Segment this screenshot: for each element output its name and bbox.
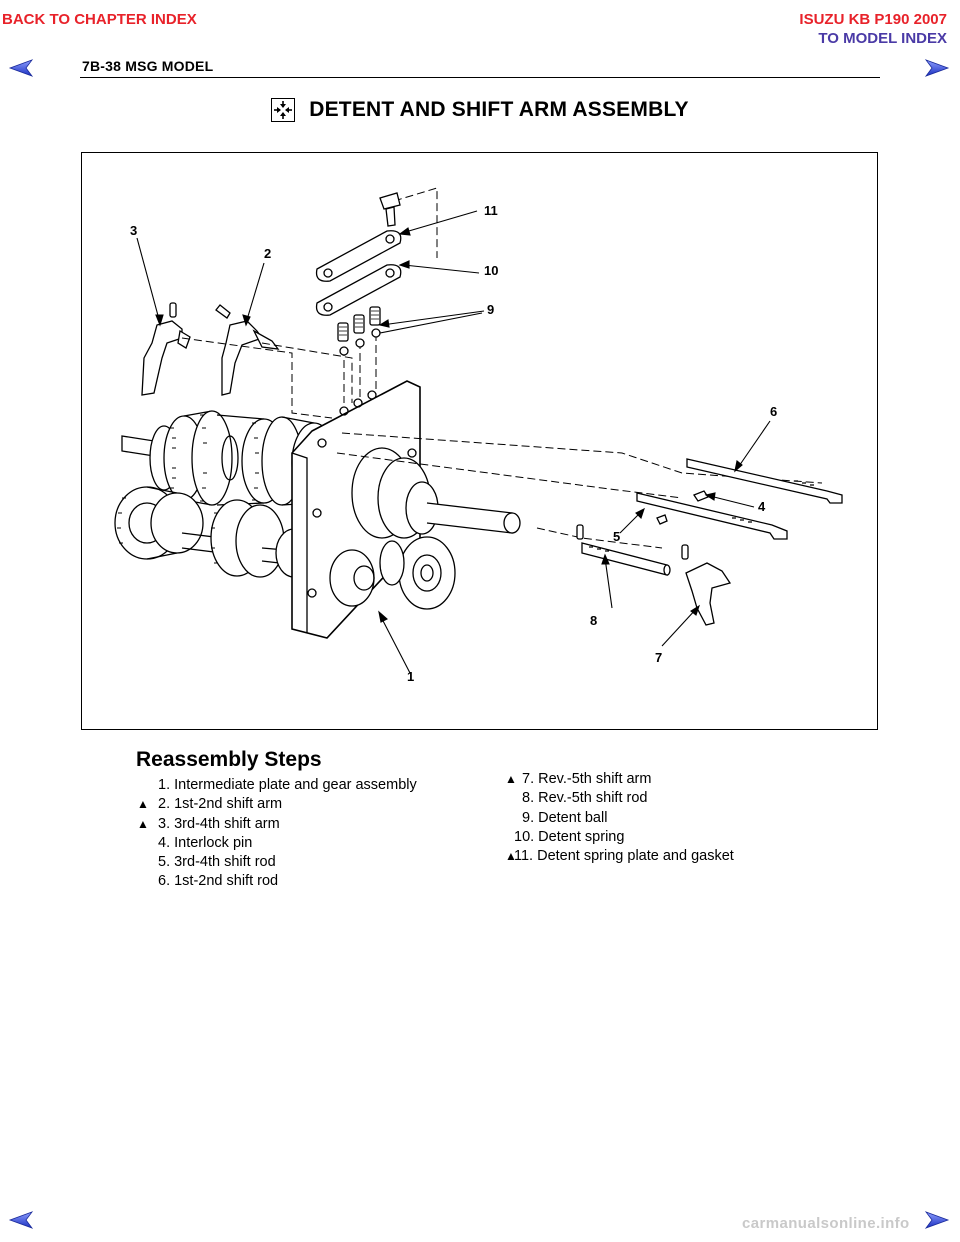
list-item: 1. Intermediate plate and gear assembly <box>158 777 417 793</box>
shift-rod-5 <box>636 492 788 540</box>
watermark-link[interactable]: carmanualsonline.info <box>742 1215 910 1232</box>
caution-triangle-icon: ▲ <box>505 772 517 786</box>
list-item: ▲11. Detent spring plate and gasket <box>505 847 835 866</box>
callout-10: 10 <box>484 263 499 278</box>
header-divider <box>80 77 880 78</box>
list-item: 8. Rev.-5th shift rod <box>522 790 648 807</box>
to-model-index-link[interactable]: TO MODEL INDEX <box>818 30 947 47</box>
callout-1: 1 <box>407 669 415 684</box>
callout-6: 6 <box>770 404 778 419</box>
reassembly-steps-right: ▲7. Rev.-5th shift arm 8. Rev.-5th shift… <box>505 770 835 866</box>
previous-page-arrow-icon[interactable] <box>8 58 34 78</box>
exploded-view-figure: 3 2 11 10 9 6 4 5 8 7 1 <box>81 152 878 730</box>
callout-9: 9 <box>487 302 495 317</box>
caution-triangle-icon: ▲ <box>137 816 149 831</box>
disassembly-symbol-icon <box>271 98 296 122</box>
detent-spring-plate <box>315 230 402 282</box>
caution-triangle-icon: ▲ <box>137 797 149 812</box>
next-page-arrow-icon[interactable] <box>924 58 950 78</box>
shift-rod-6 <box>686 458 843 504</box>
reassembly-steps-left: 1. Intermediate plate and gear assembly … <box>137 776 467 892</box>
list-item: ▲7. Rev.-5th shift arm <box>505 770 835 789</box>
list-item: 5. 3rd-4th shift rod <box>158 854 276 871</box>
shift-arm-7 <box>685 562 732 626</box>
next-page-arrow-icon[interactable] <box>924 1210 950 1230</box>
list-item: ▲2. 1st-2nd shift arm <box>137 795 467 814</box>
page-title: DETENT AND SHIFT ARM ASSEMBLY <box>309 98 689 121</box>
callout-7: 7 <box>655 650 663 665</box>
section-title-row: DETENT AND SHIFT ARM ASSEMBLY <box>0 98 960 122</box>
callout-8: 8 <box>590 613 598 628</box>
shift-arm-3 <box>141 320 183 396</box>
shift-rod-8 <box>581 542 668 576</box>
shift-arm-2 <box>221 320 264 396</box>
list-item: ▲3. 3rd-4th shift arm <box>137 815 467 834</box>
counter-gear-stack <box>114 486 313 578</box>
list-item: 10. Detent spring <box>514 828 625 845</box>
list-item: 9. Detent ball <box>522 809 608 826</box>
model-title-link[interactable]: ISUZU KB P190 2007 <box>799 11 947 28</box>
callout-3: 3 <box>130 223 138 238</box>
list-item: 4. Interlock pin <box>158 834 253 851</box>
callout-2: 2 <box>264 246 272 261</box>
callout-4: 4 <box>758 499 766 514</box>
page-section-label: 7B-38 MSG MODEL <box>82 58 214 74</box>
callout-11: 11 <box>484 203 498 218</box>
reassembly-steps-heading: Reassembly Steps <box>136 748 322 771</box>
detent-gasket <box>315 264 402 316</box>
callout-5: 5 <box>613 529 621 544</box>
list-item: 6. 1st-2nd shift rod <box>158 873 279 890</box>
caution-triangle-icon: ▲ <box>505 849 517 864</box>
previous-page-arrow-icon[interactable] <box>8 1210 34 1230</box>
back-to-chapter-index-link[interactable]: BACK TO CHAPTER INDEX <box>2 11 197 28</box>
transmission-illustration <box>114 187 843 674</box>
